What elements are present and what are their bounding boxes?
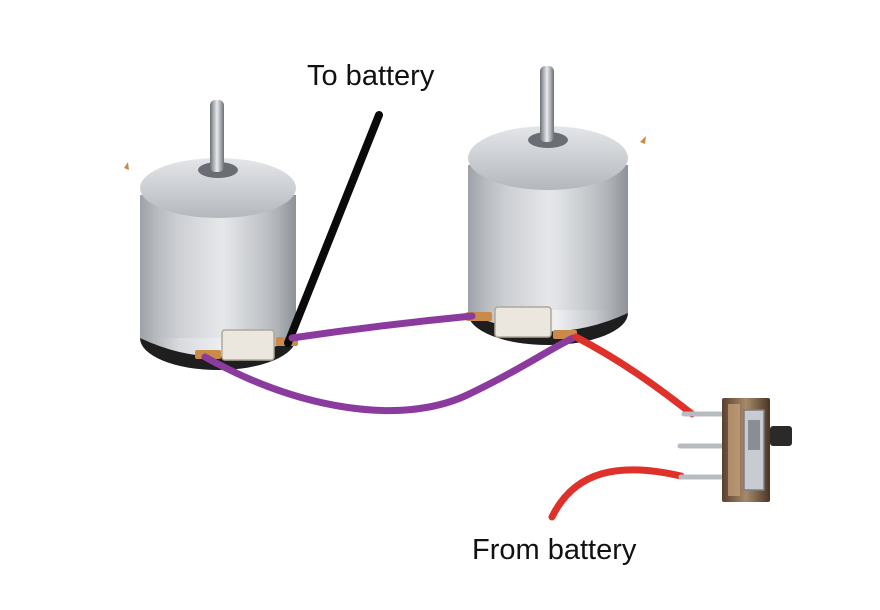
from-battery-label: From battery: [472, 534, 637, 566]
right-motor: [466, 66, 628, 345]
purple-wire-top: [288, 312, 476, 342]
red-wire-to-switch: [572, 333, 696, 418]
slide-switch: [677, 398, 792, 502]
red-wire-from-battery: [548, 466, 685, 521]
speck-left: [124, 162, 129, 170]
purple-wire-bottom: [201, 334, 577, 415]
speck-right: [640, 136, 646, 144]
black-wire-to-battery: [284, 111, 383, 347]
left-motor: [140, 100, 298, 370]
to-battery-label: To battery: [307, 60, 435, 92]
